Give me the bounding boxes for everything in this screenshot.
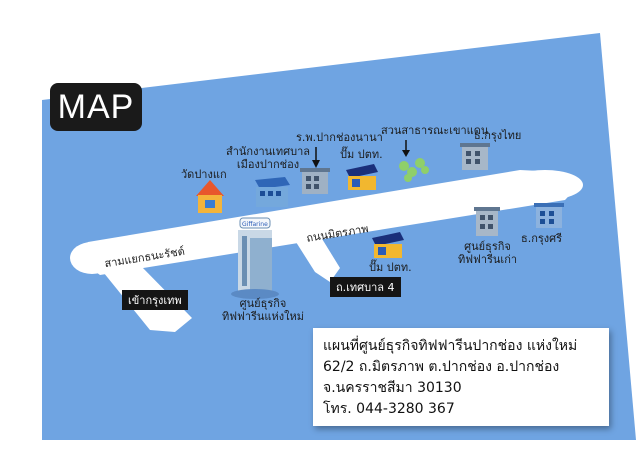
krungsri-bank-icon [534, 203, 564, 228]
krungthai-bank-label: ธ.กรุงไทย [474, 129, 522, 142]
park-label: สวนสาธารณะเขาแดน [381, 124, 489, 137]
new-center-label: ศูนย์ธุรกิจ ทิฟฟารีนแห่งใหม่ [222, 297, 304, 323]
address-line-4: โทร. 044-3280 367 [323, 401, 455, 417]
temple-icon [196, 180, 224, 213]
municipal-office-label-line2: เมืองปากช่อง [236, 158, 300, 171]
krungthai-bank-icon [460, 143, 490, 170]
address-line-2: 62/2 ถ.มิตรภาพ ต.ปากช่อง อ.ปากช่อง [323, 359, 560, 375]
municipal-office-icon [255, 177, 290, 207]
municipal-office-label-line1: สำนักงานเทศบาล [226, 145, 311, 158]
municipal-office-label: สำนักงานเทศบาล เมืองปากช่อง [226, 145, 310, 171]
soi-label: ถ.เทศบาล 4 [330, 277, 401, 297]
hospital-icon [300, 147, 330, 194]
gas-station-bottom-icon [372, 232, 404, 258]
old-center-label-line1: ศูนย์ธุรกิจ [464, 240, 511, 253]
new-center-label-line2: ทิฟฟารีนแห่งใหม่ [222, 310, 305, 323]
gas-station-top-icon [346, 164, 378, 190]
old-center-icon [474, 207, 500, 236]
old-center-label-line2: ทิฟฟารีนเก่า [458, 253, 518, 266]
address-line-3: จ.นครราชสีมา 30130 [323, 380, 462, 396]
krungsri-bank-label: ธ.กรุงศรี [521, 232, 563, 245]
to-bangkok-label: เข้ากรุงเทพ [122, 290, 188, 310]
building-sign-text: Giffarine [242, 221, 268, 228]
park-icon [399, 140, 429, 182]
gas-station-bottom-label: ปั๊ม ปตท. [369, 261, 412, 274]
temple-label: วัดปางแก [181, 168, 227, 181]
hospital-label: ร.พ.ปากช่องนานา [296, 131, 383, 144]
map-badge: MAP [50, 83, 142, 131]
new-center-icon [231, 217, 279, 299]
address-line-1: แผนที่ศูนย์ธุรกิจทิฟฟารีนปากช่อง แห่งใหม… [323, 338, 578, 354]
new-center-label-line1: ศูนย์ธุรกิจ [239, 297, 287, 310]
old-center-label: ศูนย์ธุรกิจ ทิฟฟารีนเก่า [458, 240, 517, 266]
gas-station-top-label: ปั๊ม ปตท. [340, 148, 383, 161]
address-box: แผนที่ศูนย์ธุรกิจทิฟฟารีนปากช่อง แห่งใหม… [313, 328, 609, 426]
